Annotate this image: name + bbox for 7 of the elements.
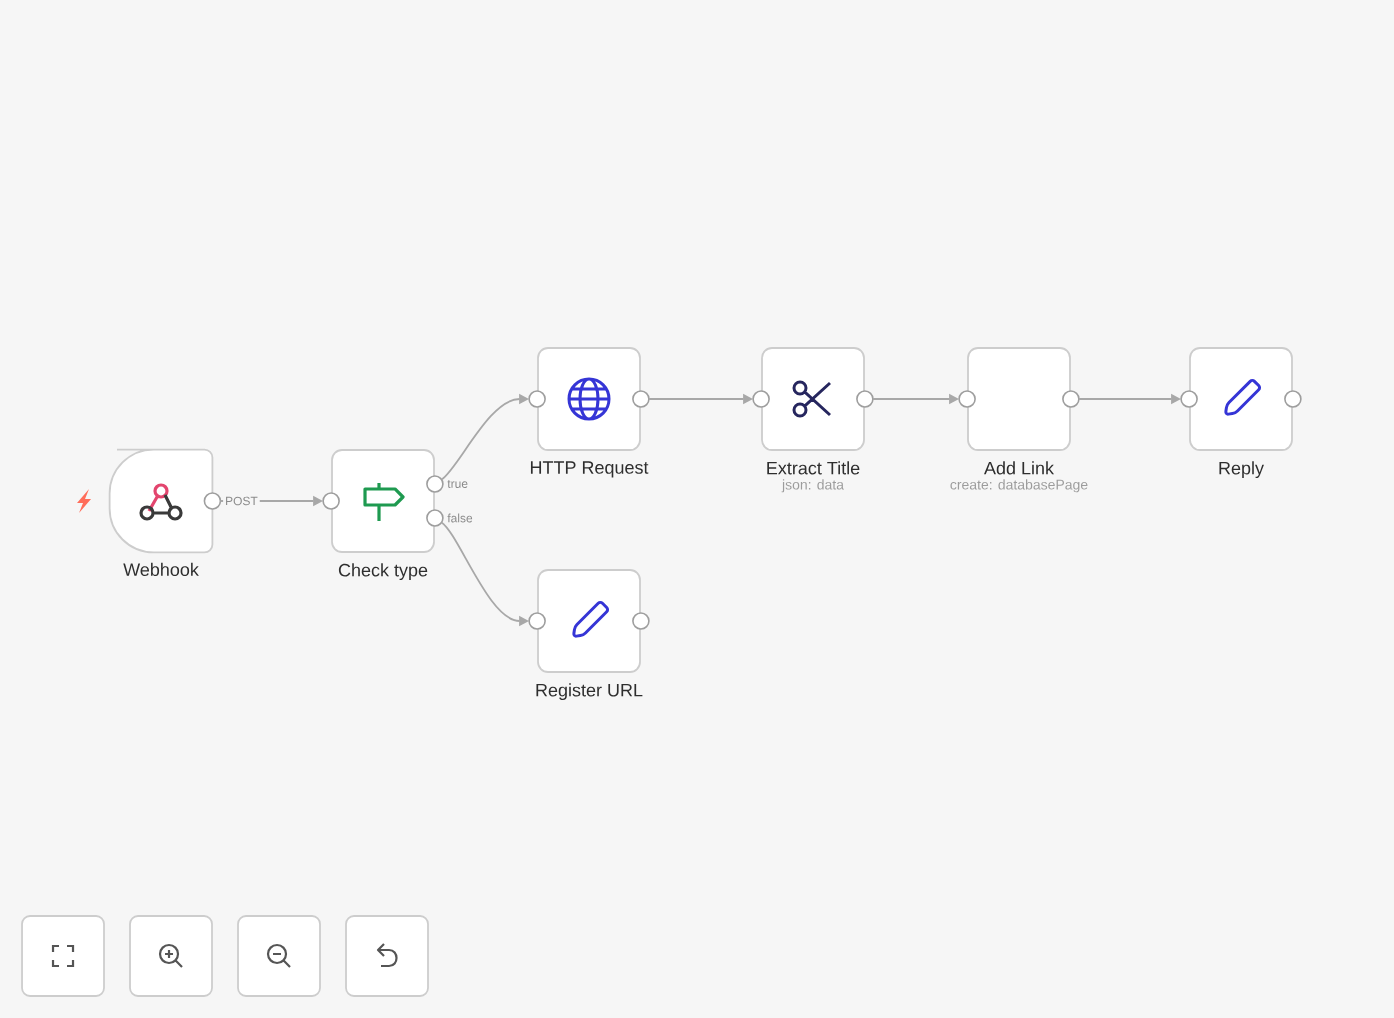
node-title: Extract Title	[767, 461, 860, 475]
node-title: Add Link	[984, 461, 1055, 475]
node-title: Webhook	[123, 562, 199, 576]
node-title: Check type	[338, 563, 428, 581]
node-title: HTTP Request	[530, 461, 649, 478]
node-title: Register URL	[536, 683, 643, 701]
node-title: Reply	[1219, 461, 1264, 479]
